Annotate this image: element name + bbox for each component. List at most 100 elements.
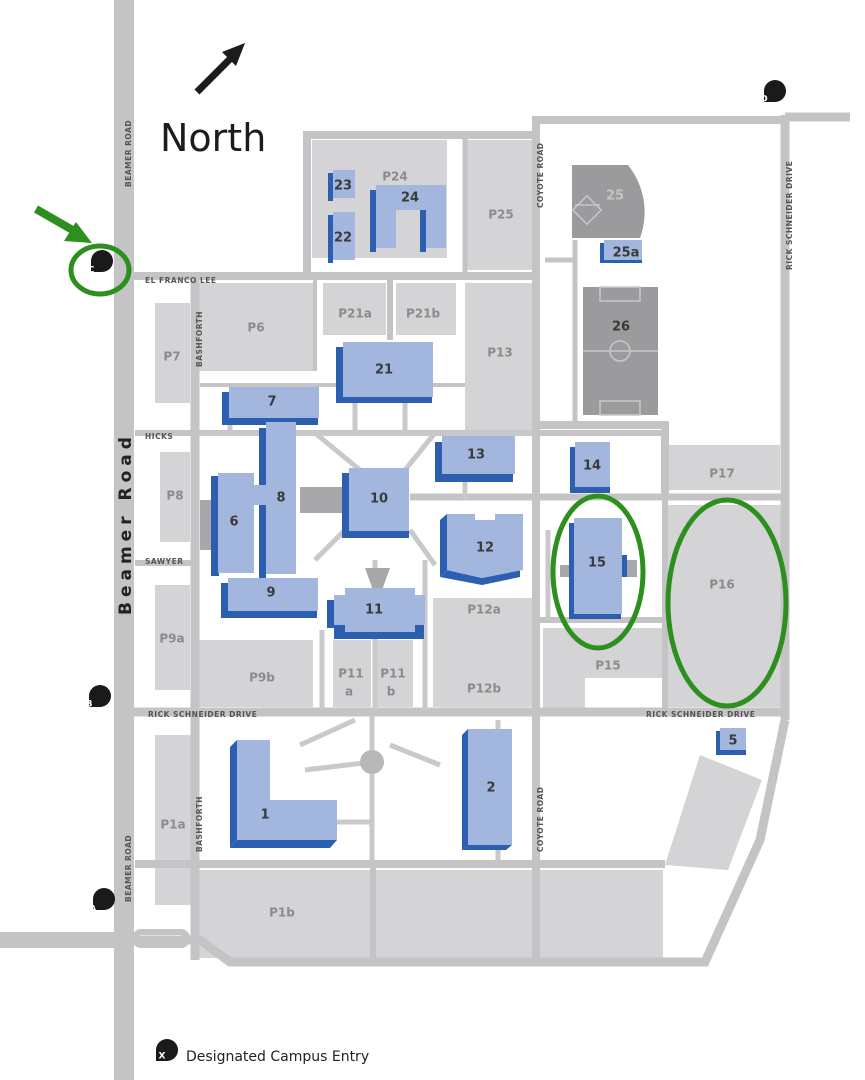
lot-p17[interactable] xyxy=(665,445,780,490)
building-21[interactable] xyxy=(336,342,433,403)
street-el-franco-lee: EL FRANCO LEE xyxy=(145,276,217,285)
building-1[interactable] xyxy=(230,740,337,848)
plaza-gray xyxy=(300,487,345,513)
building-5[interactable] xyxy=(716,728,746,755)
label-b14: 14 xyxy=(583,459,601,474)
building-15[interactable] xyxy=(569,518,627,619)
highlight-building-15 xyxy=(550,493,646,651)
label-b11: 11 xyxy=(365,603,383,618)
lot-p15-extra xyxy=(543,678,585,708)
label-p11b-2: b xyxy=(387,685,396,699)
svg-text:B: B xyxy=(86,700,93,710)
label-p16: P16 xyxy=(709,578,735,592)
parking-lots xyxy=(155,140,783,958)
street-sawyer: SAWYER xyxy=(145,557,183,566)
building-22[interactable] xyxy=(328,212,355,263)
north-indicator: North xyxy=(160,43,266,160)
label-b22: 22 xyxy=(334,231,352,246)
lot-p9b[interactable] xyxy=(198,640,313,707)
label-b7: 7 xyxy=(267,395,276,410)
street-beamer-top: BEAMER ROAD xyxy=(124,120,133,187)
lot-p13[interactable] xyxy=(465,283,533,433)
building-25a[interactable] xyxy=(600,240,642,263)
lot-p11a[interactable] xyxy=(333,640,371,707)
label-p1b: P1b xyxy=(269,906,295,920)
entry-marker-c[interactable]: C xyxy=(88,250,113,276)
north-arrowhead-icon xyxy=(222,43,245,66)
building-10[interactable] xyxy=(342,468,409,538)
label-p13: P13 xyxy=(487,346,513,360)
street-coyote-bottom: COYOTE ROAD xyxy=(536,787,545,852)
building-2[interactable] xyxy=(462,729,512,850)
lot-p11b[interactable] xyxy=(375,640,413,707)
building-13[interactable] xyxy=(435,436,515,482)
label-p24: P24 xyxy=(382,170,408,184)
label-p12a: P12a xyxy=(467,603,501,617)
label-p11a-2: a xyxy=(345,685,353,699)
building-labels: 1 2 5 6 7 8 9 10 11 12 13 14 15 21 22 23… xyxy=(229,179,737,823)
label-b21: 21 xyxy=(375,363,393,378)
lot-p21a[interactable] xyxy=(323,283,386,335)
street-bashforth-bottom: BASHFORTH xyxy=(195,796,204,852)
label-p21b: P21b xyxy=(406,307,440,321)
field-markings xyxy=(571,194,658,416)
svg-text:A: A xyxy=(90,905,97,915)
north-arrow-icon xyxy=(194,54,235,95)
buildings xyxy=(211,170,746,850)
label-b6: 6 xyxy=(229,515,238,530)
entry-marker-b[interactable]: B xyxy=(86,685,111,710)
building-8[interactable] xyxy=(240,422,296,578)
label-b13: 13 xyxy=(467,448,485,463)
lot-p1b[interactable] xyxy=(195,870,663,958)
building-7[interactable] xyxy=(222,387,319,425)
street-rick-schneider-left: RICK SCHNEIDER DRIVE xyxy=(148,710,257,719)
street-beamer-bottom: BEAMER ROAD xyxy=(124,835,133,902)
highlight-p16 xyxy=(665,497,789,709)
lot-p15[interactable] xyxy=(543,628,665,678)
building-12[interactable] xyxy=(440,514,523,585)
label-p11b-1: P11 xyxy=(380,667,406,681)
label-b1: 1 xyxy=(260,808,269,823)
label-b25a: 25a xyxy=(613,246,640,261)
highlight-entry-c xyxy=(68,243,132,297)
label-p7: P7 xyxy=(163,350,180,364)
lot-p25[interactable] xyxy=(465,140,533,270)
label-p9a: P9a xyxy=(159,632,184,646)
label-b26: 26 xyxy=(612,320,630,335)
street-bashforth-top: BASHFORTH xyxy=(195,311,204,367)
label-p8: P8 xyxy=(166,489,183,503)
svg-text:C: C xyxy=(88,266,95,276)
building-23[interactable] xyxy=(328,170,355,201)
street-labels: EL FRANCO LEE HICKS SAWYER RICK SCHNEIDE… xyxy=(116,120,794,902)
entry-marker-d[interactable]: D xyxy=(760,80,786,105)
entry-marker-a[interactable]: A xyxy=(90,888,115,915)
label-p9b: P9b xyxy=(249,671,275,685)
building-11[interactable] xyxy=(327,588,425,639)
roundabout xyxy=(360,750,384,774)
svg-text:D: D xyxy=(760,95,767,105)
entry-markers: A B C D xyxy=(86,80,786,915)
label-b25: 25 xyxy=(606,189,624,204)
lot-p6[interactable] xyxy=(198,283,313,371)
building-9[interactable] xyxy=(221,578,318,618)
lot-p9a[interactable] xyxy=(155,585,190,690)
lot-p8[interactable] xyxy=(160,452,190,542)
label-b2: 2 xyxy=(486,781,495,796)
label-b5: 5 xyxy=(728,734,737,749)
lot-p21b[interactable] xyxy=(396,283,456,335)
green-arrow-icon xyxy=(34,205,92,243)
label-b15: 15 xyxy=(588,556,606,571)
building-14[interactable] xyxy=(570,442,610,493)
label-p6: P6 xyxy=(247,321,264,335)
lot-p1a[interactable] xyxy=(155,735,195,905)
svg-text:X: X xyxy=(159,1052,166,1062)
label-p11a-1: P11 xyxy=(338,667,364,681)
street-coyote-top: COYOTE ROAD xyxy=(536,143,545,208)
label-b8: 8 xyxy=(276,491,285,506)
label-p25: P25 xyxy=(488,208,514,222)
lot-p12a-p12b[interactable] xyxy=(433,598,533,707)
lot-p7[interactable] xyxy=(155,303,190,403)
label-b10: 10 xyxy=(370,492,388,507)
building-24[interactable] xyxy=(370,185,446,252)
